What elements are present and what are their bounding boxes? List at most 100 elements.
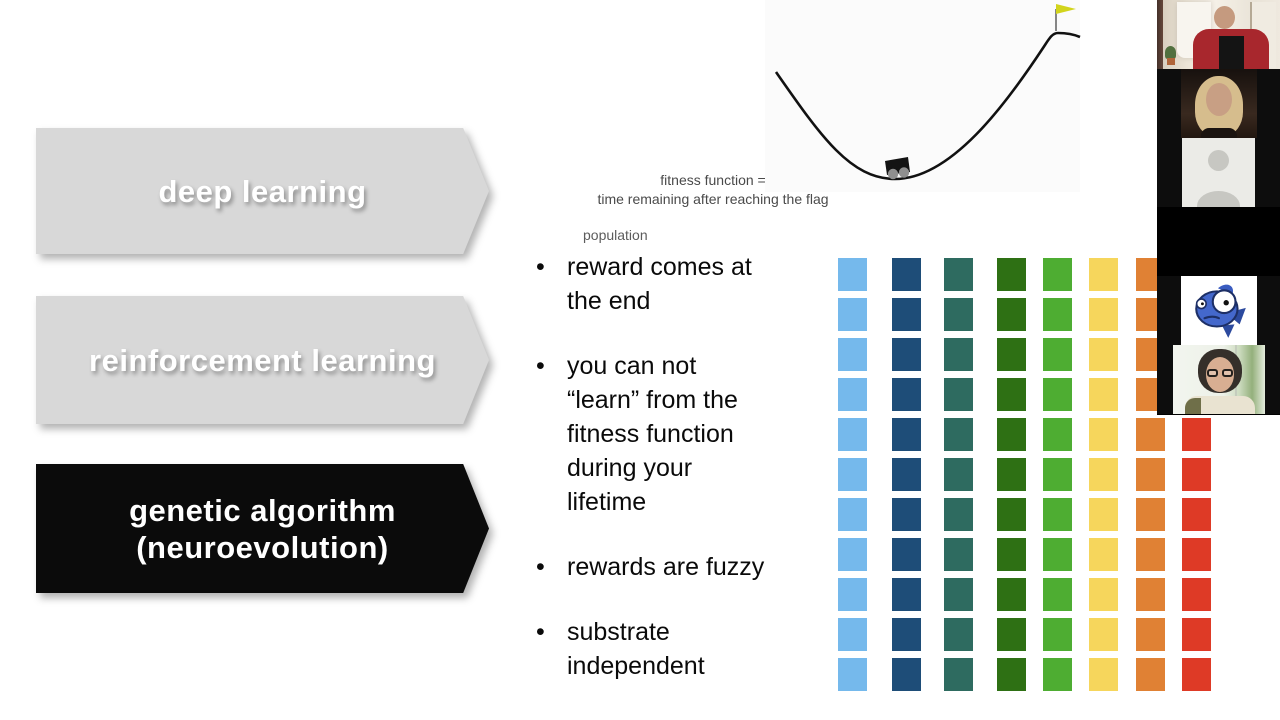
population-grid (838, 258, 1212, 691)
population-individual-navy-blue (892, 498, 921, 531)
population-individual-light-blue (838, 658, 867, 691)
bullet-text: you can not “learn” from the fitness fun… (567, 352, 738, 516)
person-shirt (1201, 128, 1237, 138)
bullet-item: • you can not “learn” from the fitness f… (536, 349, 851, 519)
population-individual-dark-green (997, 338, 1026, 371)
population-individual-yellow (1089, 498, 1118, 531)
population-individual-red (1182, 498, 1211, 531)
population-individual-teal-green (944, 298, 973, 331)
population-individual-red (1182, 618, 1211, 651)
population-individual-green (1043, 658, 1072, 691)
bullet-item: • substrate independent (536, 615, 851, 683)
population-individual-teal-green (944, 538, 973, 571)
population-individual-green (1043, 418, 1072, 451)
population-individual-yellow (1089, 618, 1118, 651)
population-individual-yellow (1089, 458, 1118, 491)
population-individual-orange (1136, 658, 1165, 691)
population-individual-dark-green (997, 418, 1026, 451)
population-individual-green (1043, 338, 1072, 371)
population-individual-orange (1136, 418, 1165, 451)
bullet-marker: • (536, 253, 545, 281)
population-individual-yellow (1089, 538, 1118, 571)
population-individual-navy-blue (892, 578, 921, 611)
bullet-marker: • (536, 553, 545, 581)
participant-video-avatar-placeholder[interactable] (1157, 138, 1280, 207)
illustration-background (765, 0, 1080, 192)
population-individual-red (1182, 538, 1211, 571)
population-label: population (583, 227, 648, 243)
population-individual-dark-green (997, 618, 1026, 651)
person-head (1214, 6, 1235, 29)
population-individual-light-blue (838, 538, 867, 571)
room-plant (1165, 46, 1176, 59)
cart-wheel-right (898, 167, 910, 178)
participant-video-camera-off[interactable] (1157, 207, 1280, 276)
bullet-text: rewards are fuzzy (567, 553, 765, 581)
population-individual-dark-green (997, 658, 1026, 691)
population-individual-light-blue (838, 338, 867, 371)
population-individual-light-blue (838, 378, 867, 411)
population-individual-light-blue (838, 498, 867, 531)
population-individual-dark-green (997, 578, 1026, 611)
population-individual-navy-blue (892, 458, 921, 491)
population-individual-navy-blue (892, 418, 921, 451)
glasses-icon (1207, 369, 1233, 378)
person-red-jacket (1193, 29, 1269, 69)
population-individual-dark-green (997, 498, 1026, 531)
population-individual-yellow (1089, 578, 1118, 611)
participant-video-blonde-woman[interactable] (1157, 69, 1280, 138)
population-individual-yellow (1089, 298, 1118, 331)
population-individual-yellow (1089, 338, 1118, 371)
population-individual-orange (1136, 538, 1165, 571)
population-individual-navy-blue (892, 538, 921, 571)
population-individual-teal-green (944, 458, 973, 491)
bullet-item: • reward comes at the end (536, 250, 851, 318)
population-individual-navy-blue (892, 378, 921, 411)
population-individual-green (1043, 378, 1072, 411)
mountain-car-illustration (765, 0, 1081, 192)
bullet-marker: • (536, 618, 545, 646)
bullet-list: • reward comes at the end • you can not … (536, 250, 851, 714)
participant-video-man-in-red-jacket[interactable] (1157, 0, 1280, 69)
video-frame (1181, 276, 1257, 345)
population-individual-light-blue (838, 298, 867, 331)
population-individual-yellow (1089, 658, 1118, 691)
population-individual-navy-blue (892, 618, 921, 651)
population-individual-green (1043, 498, 1072, 531)
population-individual-light-blue (838, 578, 867, 611)
population-individual-orange (1136, 578, 1165, 611)
pipeline-step-label: genetic algorithm (neuroevolution) (129, 492, 396, 565)
participant-video-person-with-glasses[interactable] (1157, 345, 1280, 414)
population-individual-orange (1136, 458, 1165, 491)
fitness-function-caption: fitness function = time remaining after … (563, 171, 863, 209)
population-individual-green (1043, 458, 1072, 491)
population-individual-navy-blue (892, 658, 921, 691)
population-individual-navy-blue (892, 258, 921, 291)
bullet-text: substrate independent (567, 618, 705, 680)
population-individual-green (1043, 538, 1072, 571)
population-individual-red (1182, 578, 1211, 611)
caption-line-2: time remaining after reaching the flag (597, 191, 829, 207)
video-frame (1181, 69, 1257, 138)
population-individual-yellow (1089, 258, 1118, 291)
population-individual-light-blue (838, 458, 867, 491)
population-individual-red (1182, 658, 1211, 691)
population-individual-dark-green (997, 378, 1026, 411)
pipeline-step-reinforcement-learning: reinforcement learning (36, 296, 489, 424)
population-individual-green (1043, 618, 1072, 651)
population-individual-orange (1136, 618, 1165, 651)
population-individual-navy-blue (892, 338, 921, 371)
population-individual-red (1182, 458, 1211, 491)
population-individual-dark-green (997, 258, 1026, 291)
population-individual-dark-green (997, 298, 1026, 331)
participant-video-fish-avatar[interactable] (1157, 276, 1280, 345)
cart-wheel-left (887, 168, 899, 180)
population-individual-red (1182, 418, 1211, 451)
person-black-shirt (1219, 36, 1244, 69)
person-sleeve (1185, 398, 1201, 414)
pipeline-step-deep-learning: deep learning (36, 128, 489, 254)
video-frame (1182, 138, 1255, 207)
avatar-silhouette-body (1197, 191, 1240, 207)
participants-sidebar (1157, 0, 1280, 415)
